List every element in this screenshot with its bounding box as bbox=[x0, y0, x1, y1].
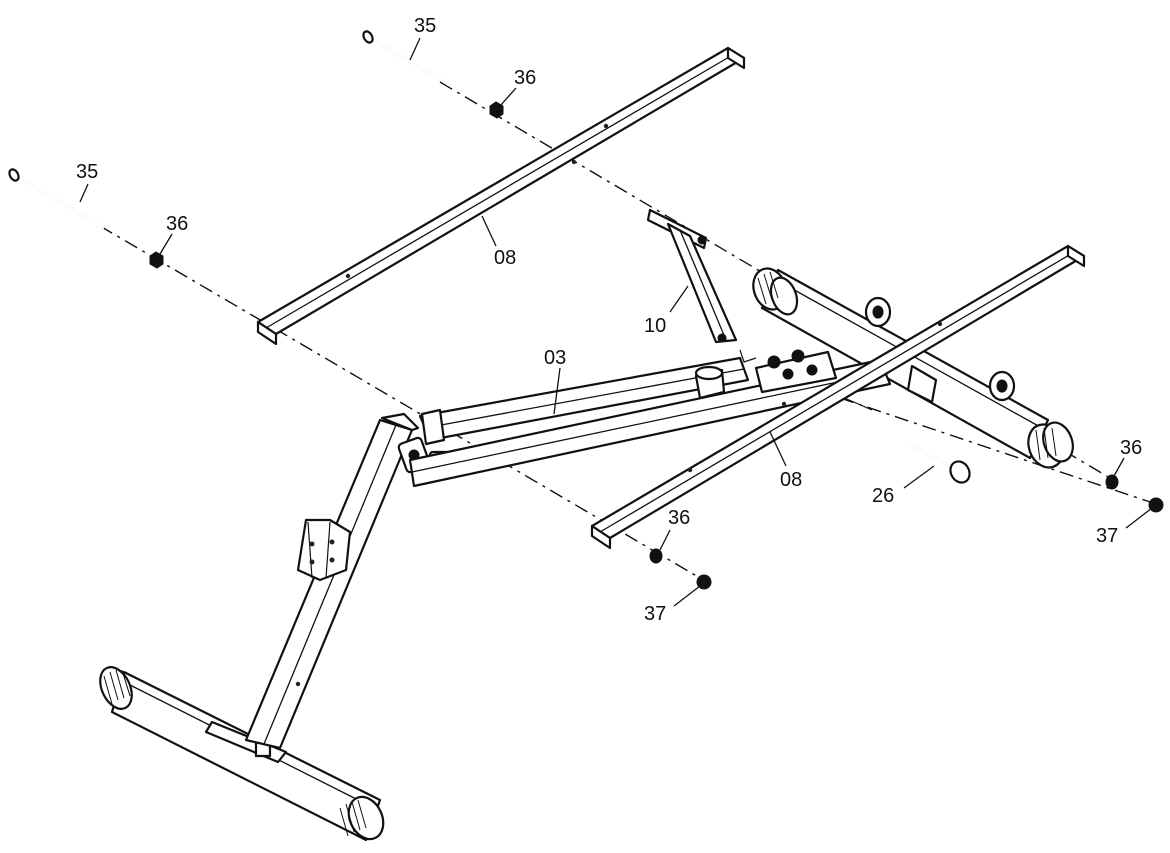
callout-37-rear: 37 bbox=[1096, 525, 1118, 547]
callout-36-rear: 36 bbox=[1120, 437, 1142, 459]
callout-35-top: 35 bbox=[414, 15, 436, 37]
callout-36-front: 36 bbox=[668, 507, 690, 529]
washer-36-top bbox=[489, 101, 504, 119]
front-stabilizer-tube bbox=[99, 666, 385, 842]
crossbar-08-front bbox=[590, 244, 1086, 550]
seat-support-bracket bbox=[646, 208, 738, 344]
pin-26 bbox=[911, 444, 971, 484]
washer-36-rear bbox=[1105, 474, 1119, 490]
main-frame bbox=[408, 349, 892, 488]
washer-36-front bbox=[649, 548, 663, 564]
axis-rear-bolt bbox=[839, 397, 1151, 503]
callout-08-front: 08 bbox=[780, 469, 802, 491]
callout-37-front: 37 bbox=[644, 603, 666, 625]
callout-labels: 35 36 35 36 08 10 03 08 26 36 37 36 37 bbox=[76, 15, 1142, 625]
leader-lines bbox=[79, 37, 1153, 607]
fasteners bbox=[8, 30, 1164, 590]
washer-36-left bbox=[149, 251, 164, 269]
callout-08-top: 08 bbox=[494, 247, 516, 269]
nut-37-front bbox=[696, 574, 712, 590]
callout-36-left: 36 bbox=[166, 213, 188, 235]
nut-37-rear bbox=[1148, 497, 1164, 513]
bolt-35-top bbox=[362, 30, 455, 90]
callout-36-top: 36 bbox=[514, 67, 536, 89]
callout-10: 10 bbox=[644, 315, 666, 337]
callout-35-left: 35 bbox=[76, 161, 98, 183]
bolt-35-left bbox=[8, 168, 105, 230]
callout-03: 03 bbox=[544, 347, 566, 369]
callout-26: 26 bbox=[872, 485, 894, 507]
rear-stabilizer-tube bbox=[752, 267, 1074, 469]
crossbar-08-top bbox=[256, 46, 746, 346]
